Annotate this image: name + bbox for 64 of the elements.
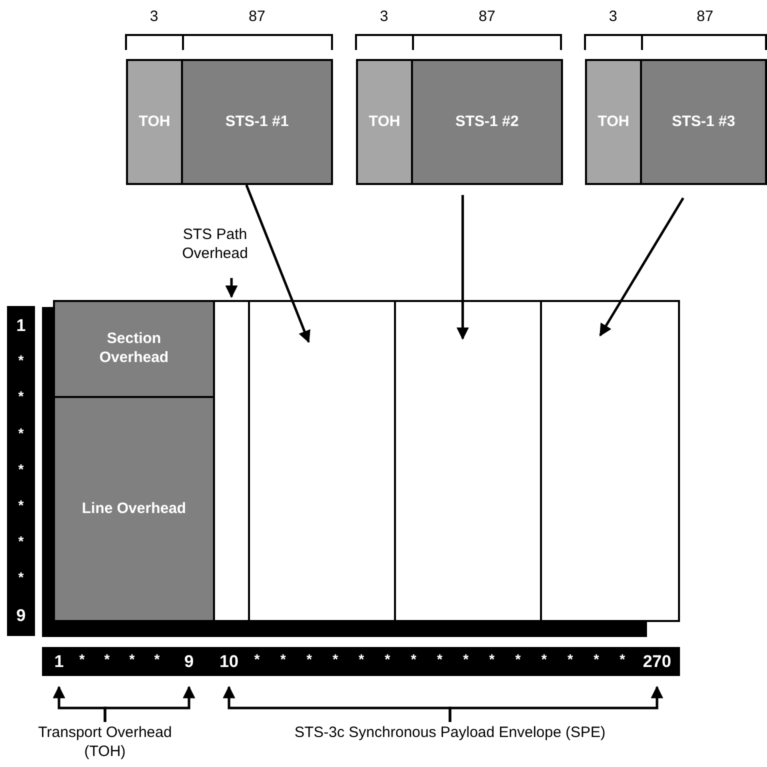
block-label: TOH [368,112,400,132]
overhead-block [126,59,183,185]
dimension-label: 87 [478,8,496,25]
column-number: * [514,651,522,667]
frame-block [181,59,333,185]
column-number: * [153,651,161,667]
row-number: * [17,424,25,441]
column-number: * [128,651,136,667]
block-label: Line Overhead [82,500,186,518]
column-number: * [618,651,626,667]
column-number: 10 [212,649,246,675]
dimension-label: 87 [248,8,266,25]
column-number: * [78,651,86,667]
row-number: * [17,352,25,368]
column-number: * [358,651,366,667]
column-number: * [436,651,444,667]
row-number: * [17,533,25,550]
overhead-block [585,59,642,185]
column-number: * [279,651,287,667]
column-number: 270 [636,649,678,675]
column-number: * [410,651,418,667]
column-number: * [384,651,392,667]
column-number: * [332,651,340,667]
column-number: * [566,651,574,667]
block-label: TOH [138,112,170,132]
arrow [599,197,684,336]
column-number: * [253,651,261,667]
annotation-text: STS Path Overhead [160,222,270,266]
column-number: * [540,651,548,667]
dimension-label: 3 [608,8,618,25]
bracket-arrow [448,686,664,722]
column-number: * [305,651,313,667]
row-number: * [17,388,25,404]
dimension-label: 87 [696,8,714,25]
block-label: Section Overhead [98,330,170,368]
dimension-label: 3 [148,8,160,25]
column-number: * [488,651,496,667]
arrow [456,195,469,340]
dimension-label: 3 [378,8,390,25]
column-number: 1 [46,649,72,675]
column-number: * [103,651,111,667]
block-label: STS-1 #1 [225,112,289,132]
row-number: * [17,497,25,513]
payload-column [540,300,680,622]
arrow [245,184,310,344]
overhead-block [53,396,215,622]
block-label: STS-1 #2 [455,112,519,132]
overhead-block [356,59,413,185]
column-number: * [592,651,600,667]
column-number: * [462,651,470,667]
arrow [225,278,238,298]
bracket-arrow [104,686,196,722]
row-number: * [17,460,25,477]
row-number: * [17,569,25,586]
block-label: STS-1 #3 [672,112,736,132]
row-number: 1 [15,316,27,336]
overhead-block [53,300,215,398]
column-number: 9 [176,649,202,675]
annotation-text: Transport Overhead (TOH) [30,722,180,762]
frame-block [640,59,767,185]
annotation-text: STS-3c Synchronous Payload Envelope (SPE) [240,722,660,744]
block-label: TOH [598,112,630,132]
frame-block [411,59,563,185]
row-number: 9 [15,606,27,626]
